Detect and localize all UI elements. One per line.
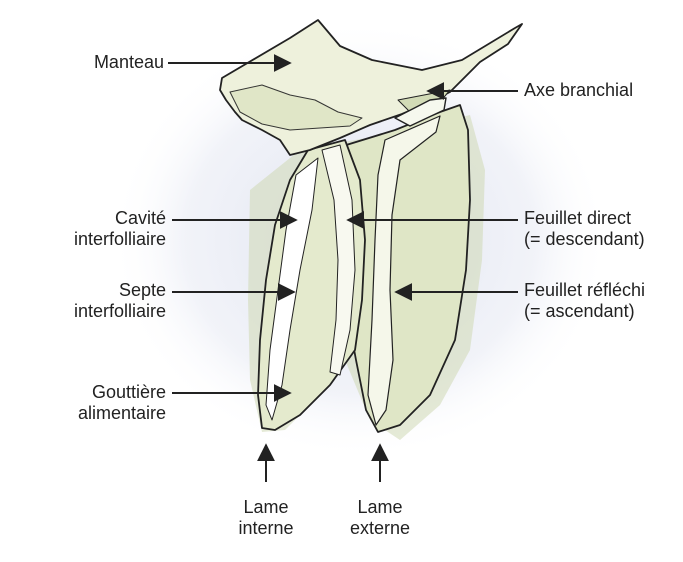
- label-feuillet-reflechi-line2: (= ascendant): [524, 301, 645, 322]
- label-cavite-interfolliaire: Cavité interfolliaire: [20, 208, 166, 250]
- label-feuillet-reflechi: Feuillet réfléchi (= ascendant): [524, 280, 645, 322]
- label-feuillet-direct: Feuillet direct (= descendant): [524, 208, 645, 250]
- label-feuillet-reflechi-line1: Feuillet réfléchi: [524, 280, 645, 301]
- label-gouttiere-line2: alimentaire: [20, 403, 166, 424]
- label-septe-line2: interfolliaire: [20, 301, 166, 322]
- label-lame-externe: Lame externe: [330, 497, 430, 539]
- label-cavite-line2: interfolliaire: [20, 229, 166, 250]
- label-lame-interne: Lame interne: [216, 497, 316, 539]
- label-gouttiere-alimentaire: Gouttière alimentaire: [20, 382, 166, 424]
- label-axe-branchial: Axe branchial: [524, 80, 633, 101]
- label-lame-interne-line2: interne: [216, 518, 316, 539]
- label-feuillet-direct-line2: (= descendant): [524, 229, 645, 250]
- label-gouttiere-line1: Gouttière: [20, 382, 166, 403]
- label-feuillet-direct-line1: Feuillet direct: [524, 208, 645, 229]
- label-axe-branchial-text: Axe branchial: [524, 80, 633, 101]
- label-septe-interfolliaire: Septe interfolliaire: [20, 280, 166, 322]
- label-septe-line1: Septe: [20, 280, 166, 301]
- label-manteau: Manteau: [60, 52, 164, 73]
- label-lame-interne-line1: Lame: [216, 497, 316, 518]
- label-lame-externe-line1: Lame: [330, 497, 430, 518]
- label-lame-externe-line2: externe: [330, 518, 430, 539]
- label-manteau-text: Manteau: [60, 52, 164, 73]
- label-cavite-line1: Cavité: [20, 208, 166, 229]
